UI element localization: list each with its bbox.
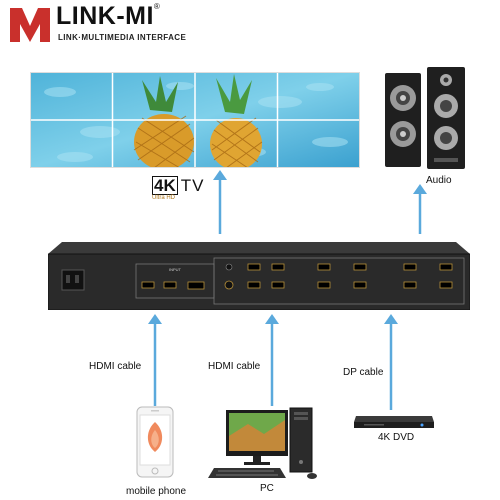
video-wall-display bbox=[30, 72, 360, 168]
pineapple-image-left bbox=[133, 76, 195, 168]
dp-cable-label: DP cable bbox=[343, 367, 384, 378]
arrow-up-from-pc-icon bbox=[265, 314, 279, 406]
arrow-up-from-dvd-icon bbox=[384, 314, 398, 410]
speaker-left-icon bbox=[385, 73, 421, 167]
arrow-up-to-tv-icon bbox=[213, 170, 227, 234]
audio-label: Audio bbox=[426, 175, 452, 186]
matrix-switcher-device: INPUT bbox=[48, 242, 470, 310]
brand-header: LINK-MI® LINK·MULTIMEDIA INTERFACE bbox=[8, 2, 248, 48]
hdmi-cable-label-middle: HDMI cable bbox=[208, 361, 261, 372]
speaker-right-icon bbox=[427, 67, 465, 169]
brand-name: LINK-MI® bbox=[56, 2, 161, 30]
arrow-up-to-audio-icon bbox=[413, 184, 427, 234]
hdmi-cable-label-left: HDMI cable bbox=[89, 361, 142, 372]
mobile-phone-icon bbox=[136, 406, 174, 478]
mobile-phone-label: mobile phone bbox=[126, 486, 187, 497]
pineapple-image-right bbox=[210, 74, 263, 168]
4k-dvd-player-icon bbox=[354, 416, 434, 428]
brand-logo-icon bbox=[10, 8, 50, 42]
matrix-input-label: INPUT bbox=[169, 267, 182, 272]
pc-computer-icon bbox=[208, 407, 317, 479]
dvd-label: 4K DVD bbox=[378, 432, 415, 443]
pc-label: PC bbox=[260, 483, 274, 494]
arrow-up-from-phone-icon bbox=[148, 314, 162, 406]
brand-tagline: LINK·MULTIMEDIA INTERFACE bbox=[58, 33, 187, 42]
